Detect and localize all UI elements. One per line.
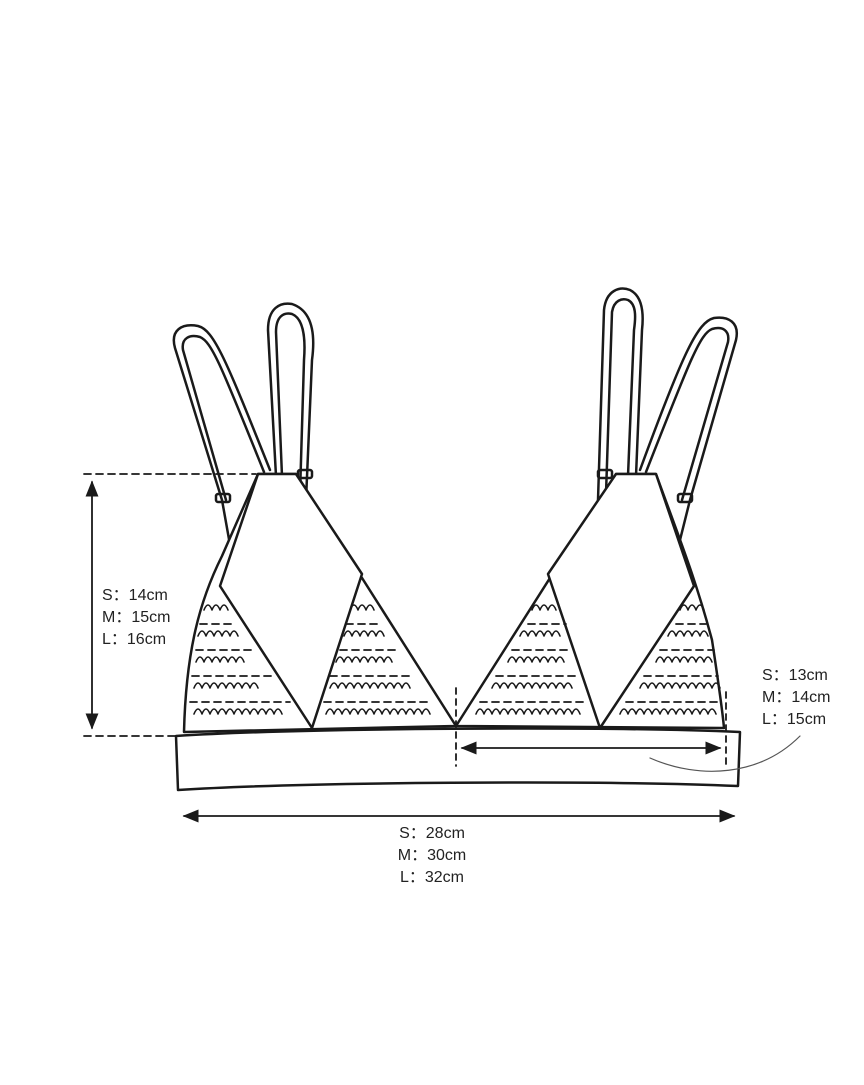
half-width-measure [455,687,801,772]
half-width-size-l: L：15cm [762,711,827,728]
left-front-strap [266,302,315,502]
half-width-size-m: M：14cm [762,689,831,706]
right-cup [454,472,726,730]
left-back-strap [172,324,272,558]
width-size-m: M：30cm [397,847,467,864]
height-size-l: L：16cm [102,631,167,648]
width-size-s: S：28cm [399,825,465,842]
right-front-strap [596,287,644,502]
height-measurement-label: S：14cm M：15cm L：16cm [102,585,170,651]
lace-texture [193,604,721,715]
stitch-lines [189,623,723,703]
width-measurement-label: S：28cm M：30cm L：32cm [398,823,466,889]
half-width-size-s: S：13cm [762,667,828,684]
height-size-m: M：15cm [102,609,171,626]
half-width-measurement-label: S：13cm M：14cm L：15cm [762,665,830,731]
right-back-strap [638,316,739,558]
height-size-s: S：14cm [102,587,168,604]
width-size-l: L：32cm [399,869,465,886]
height-measure [83,473,257,737]
underband [174,727,742,792]
left-cup [182,472,458,734]
